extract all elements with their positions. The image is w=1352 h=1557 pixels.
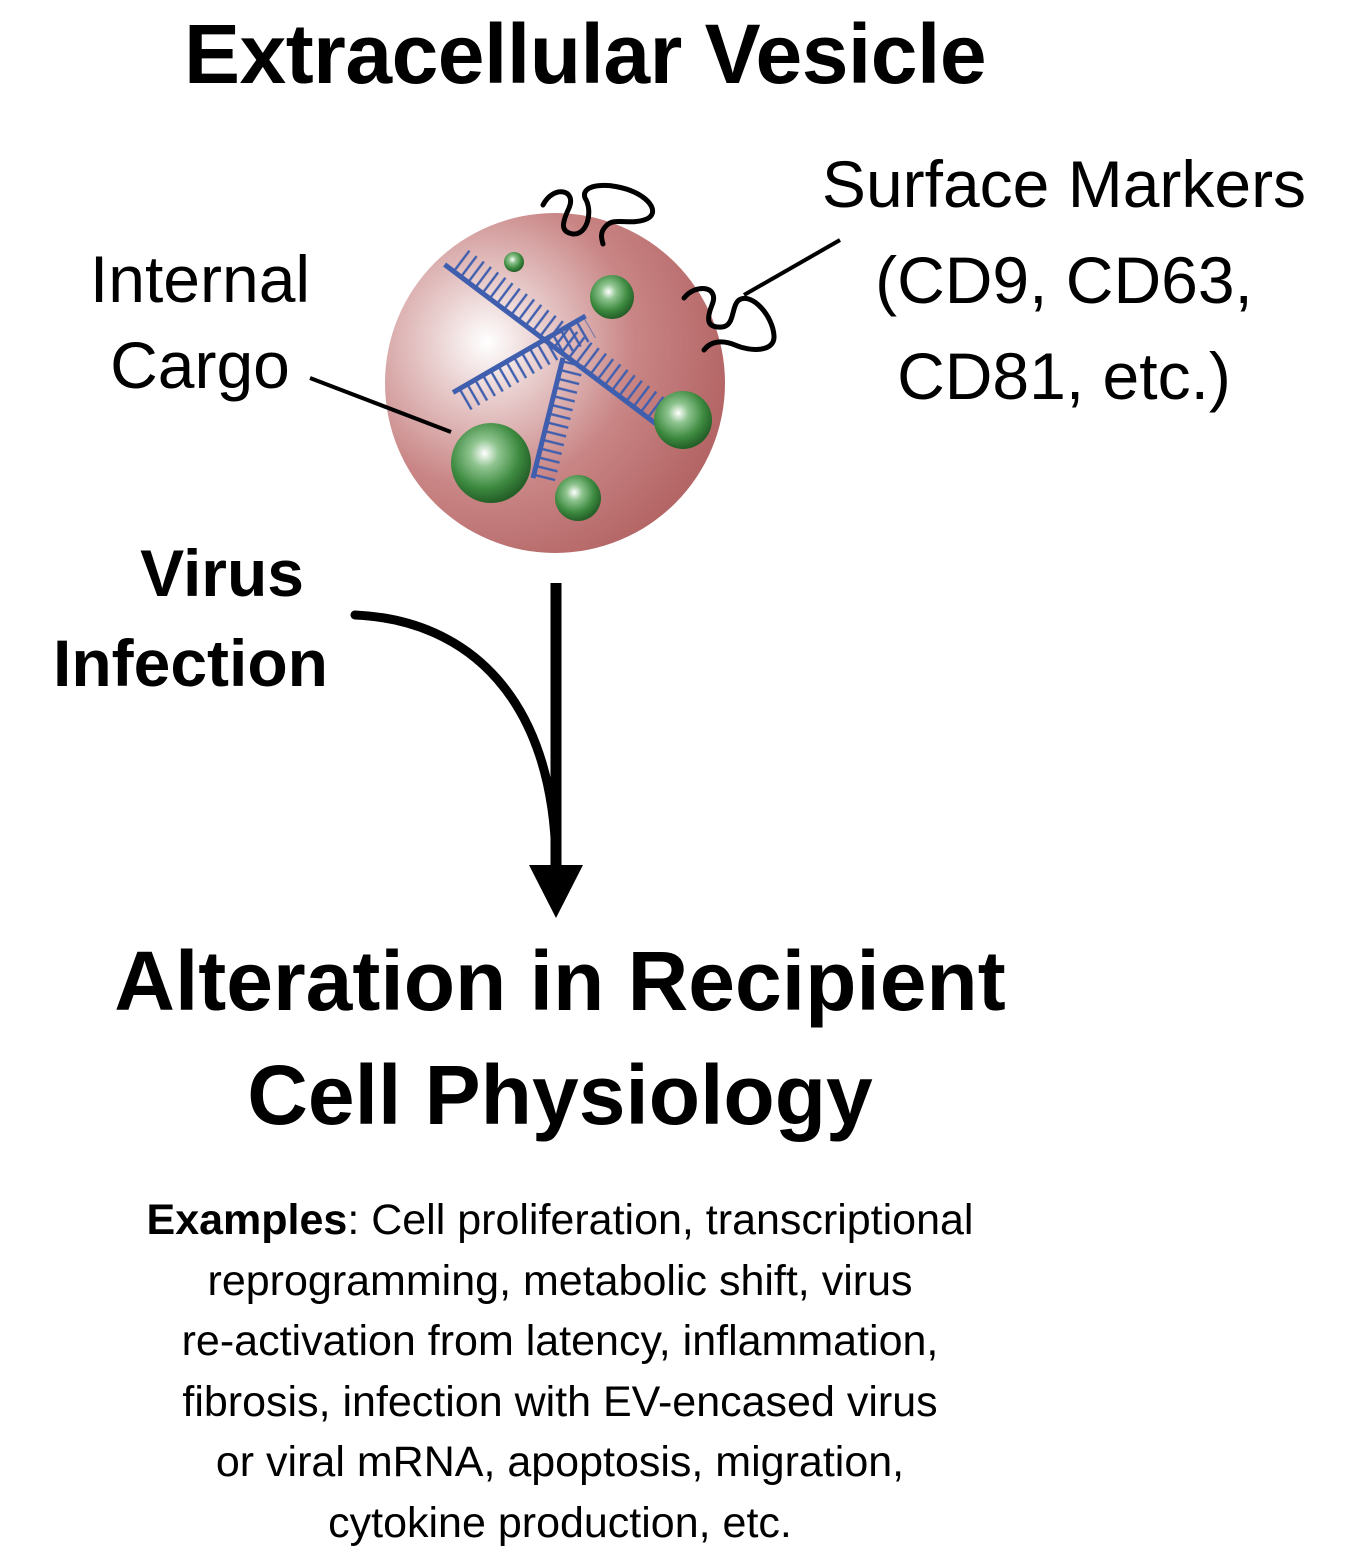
leader-line-internal-cargo (309, 376, 452, 434)
cargo-particle (555, 475, 601, 521)
cargo-particle (504, 252, 524, 272)
examples-line: Examples: Cell proliferation, transcript… (60, 1190, 1060, 1251)
label-virus-infection: Virus Infection (8, 528, 328, 708)
outcome-title: Alteration in Recipient Cell Physiology (0, 924, 1120, 1152)
examples-text: Examples: Cell proliferation, transcript… (60, 1190, 1060, 1553)
outcome-title-line: Cell Physiology (247, 1048, 873, 1142)
virus-infection-curve (350, 610, 561, 865)
examples-line: re-activation from latency, inflammation… (181, 1317, 939, 1365)
leader-line-surface-markers (743, 238, 841, 297)
label-internal-cargo-line: Internal (89, 242, 311, 316)
diagram-title: Extracellular Vesicle (183, 7, 987, 101)
examples-line-text: : Cell proliferation, transcriptional (347, 1196, 974, 1244)
outcome-title-line: Alteration in Recipient (114, 934, 1006, 1028)
nucleic-acid-strand-branch (530, 357, 584, 482)
examples-line: or viral mRNA, apoptosis, migration, (215, 1438, 905, 1486)
cargo-particle (654, 391, 712, 449)
nucleic-acid-strand-cross (451, 313, 596, 412)
examples-heading: Examples (146, 1196, 348, 1244)
examples-line: cytokine production, etc. (328, 1498, 792, 1547)
label-virus-infection-line: Infection (53, 626, 328, 700)
examples-line: reprogramming, metabolic shift, virus (207, 1256, 913, 1305)
label-virus-infection-line: Virus (140, 536, 304, 610)
label-surface-markers-line: Surface Markers (821, 147, 1307, 221)
main-arrow-head (529, 865, 583, 918)
examples-line: fibrosis, infection with EV-encased viru… (182, 1377, 938, 1426)
cargo-particle (590, 275, 634, 319)
surface-marker-squiggle (681, 286, 777, 353)
label-surface-markers-line: CD81, etc.) (897, 339, 1231, 413)
label-internal-cargo: Internal Cargo (40, 236, 360, 408)
label-surface-markers-line: (CD9, CD63, (875, 243, 1253, 317)
cargo-particle (451, 423, 531, 503)
surface-marker-squiggle (540, 182, 656, 247)
label-surface-markers: Surface Markers (CD9, CD63, CD81, etc.) (776, 136, 1352, 424)
label-internal-cargo-line: Cargo (110, 328, 290, 402)
